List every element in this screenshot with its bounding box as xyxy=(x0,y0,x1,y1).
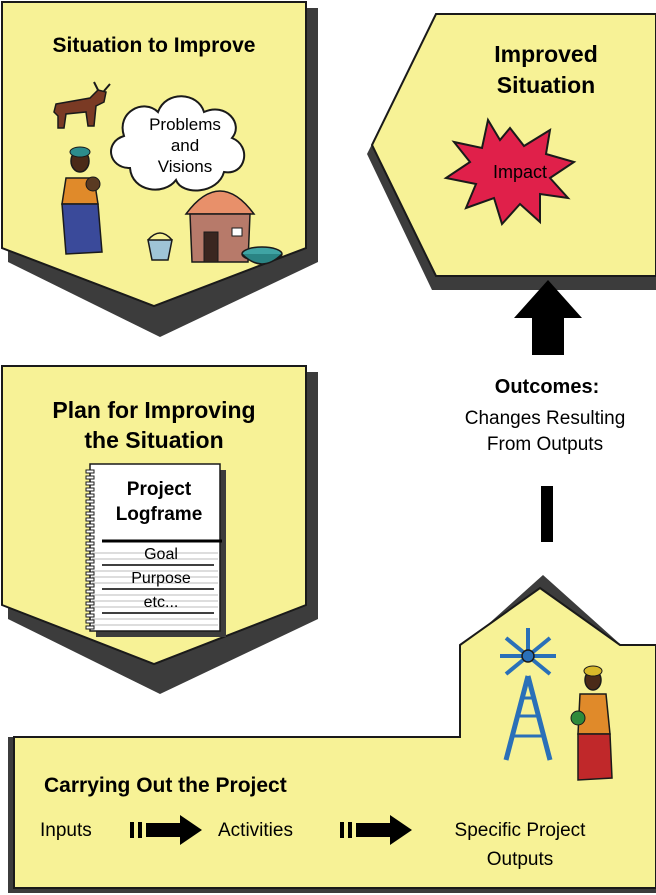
outcomes-desc-line-1: Changes Resulting xyxy=(464,408,626,429)
logframe-row-etc: etc... xyxy=(143,594,179,611)
plan-title-line-1: Plan for Improving xyxy=(52,397,256,423)
logframe-heading-line-1: Project xyxy=(126,479,192,500)
spiral-ring xyxy=(85,601,95,606)
spiral-ring xyxy=(85,535,95,540)
cloud-text-line-1: Problems xyxy=(149,115,221,134)
spiral-ring xyxy=(85,553,95,558)
flow-arrow-icon xyxy=(340,815,412,845)
spiral-ring xyxy=(85,523,95,528)
spiral-ring xyxy=(85,625,95,630)
improved-title-line-2: Situation xyxy=(496,72,596,98)
spiral-ring xyxy=(85,589,95,594)
flow-inputs: Inputs xyxy=(40,820,92,841)
spiral-ring xyxy=(85,547,95,552)
spiral-ring xyxy=(85,493,95,498)
spiral-ring xyxy=(85,487,95,492)
logframe-heading-line-2: Logframe xyxy=(115,504,203,525)
outcomes-desc-line-2: From Outputs xyxy=(486,434,604,455)
woman-with-child-icon xyxy=(570,665,613,781)
impact-label: Impact xyxy=(492,162,548,182)
basin-icon xyxy=(241,246,283,265)
bucket-icon xyxy=(147,232,173,261)
spiral-ring xyxy=(85,559,95,564)
impact-burst xyxy=(443,117,577,226)
connector-bar xyxy=(541,486,553,542)
spiral-ring xyxy=(85,571,95,576)
logframe-row-purpose: Purpose xyxy=(131,570,191,587)
spiral-ring xyxy=(85,607,95,612)
flow-outputs-line-1: Specific Project xyxy=(454,820,586,841)
spiral-ring xyxy=(85,541,95,546)
cloud-text-line-3: Visions xyxy=(157,157,213,176)
spiral-ring xyxy=(85,511,95,516)
situation-title: Situation to Improve xyxy=(52,34,256,57)
outcomes-label: Outcomes: xyxy=(494,376,600,398)
spiral-ring xyxy=(85,619,95,624)
logframe-row-goal: Goal xyxy=(144,546,178,563)
spiral-ring xyxy=(85,565,95,570)
cloud-text-line-2: and xyxy=(170,136,200,155)
problems-cloud xyxy=(110,95,246,192)
project-title: Carrying Out the Project xyxy=(44,774,287,797)
spiral-ring xyxy=(85,517,95,522)
spiral-ring xyxy=(85,583,95,588)
logframe-notebook xyxy=(85,463,226,637)
cow-icon xyxy=(53,81,111,129)
flow-activities: Activities xyxy=(218,820,293,841)
spiral-ring xyxy=(85,499,95,504)
spiral-ring xyxy=(85,577,95,582)
spiral-ring xyxy=(85,595,95,600)
flow-arrow-icon xyxy=(130,815,202,845)
flow-outputs-line-2: Outputs xyxy=(486,849,554,870)
spiral-ring xyxy=(85,505,95,510)
spiral-ring xyxy=(85,469,95,474)
project-panel xyxy=(13,586,656,889)
windmill-icon xyxy=(500,628,556,761)
spiral-ring xyxy=(85,529,95,534)
spiral-ring xyxy=(85,475,95,480)
improved-title-line-1: Improved xyxy=(494,41,598,67)
woman-icon xyxy=(61,146,103,255)
plan-title-line-2: the Situation xyxy=(84,427,224,453)
spiral-ring xyxy=(85,481,95,486)
hut-icon xyxy=(184,190,256,263)
spiral-ring xyxy=(85,613,95,618)
up-arrow-icon xyxy=(514,280,582,355)
